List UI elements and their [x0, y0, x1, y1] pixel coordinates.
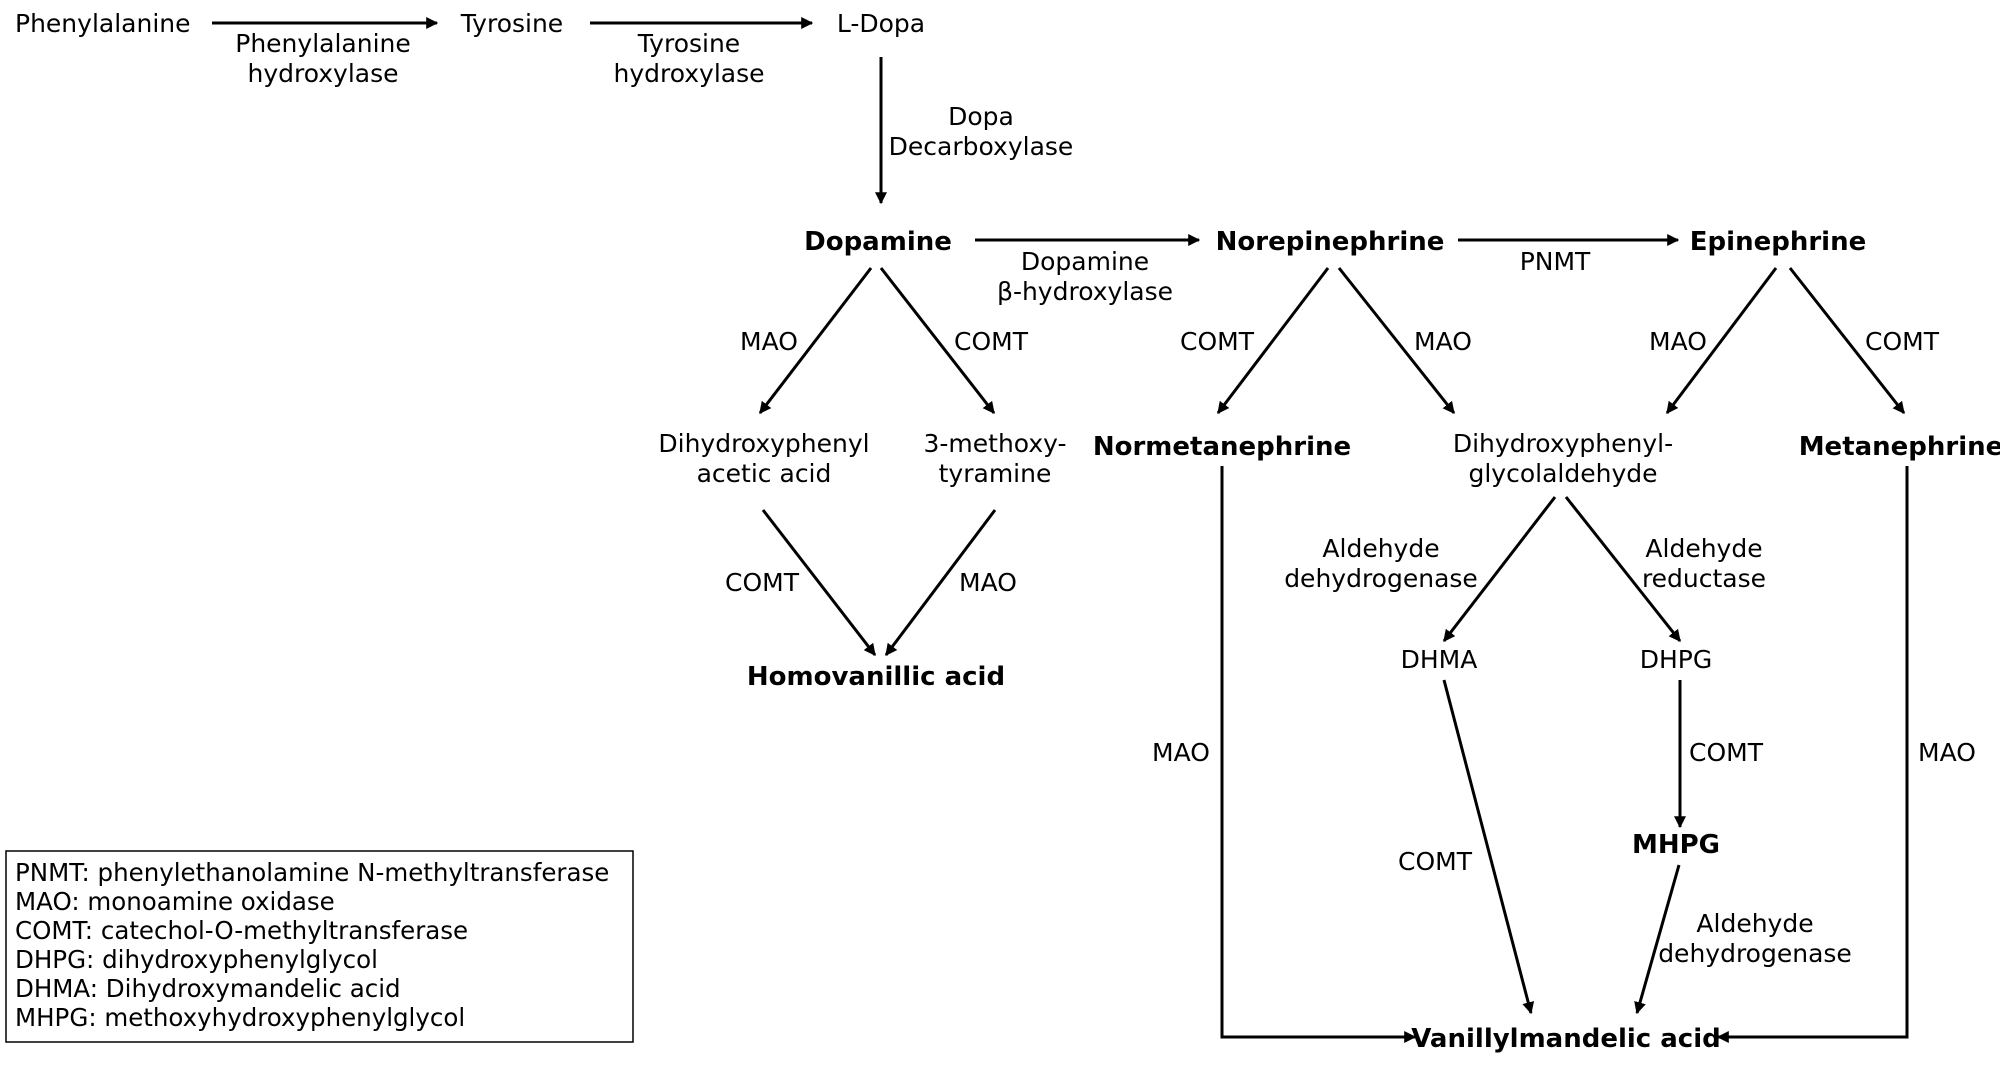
arrow-metanephrine-to-vma — [1716, 466, 1909, 1043]
node-aldehyde-line1: Dihydroxyphenyl- — [1453, 429, 1673, 458]
node-epinephrine: Epinephrine — [1690, 227, 1866, 257]
node-tyrosine: Tyrosine — [460, 9, 563, 38]
enzyme-tyrosine-hydroxylase-line2: hydroxylase — [613, 59, 764, 88]
node-methoxytyramine-line1: 3-methoxy- — [923, 429, 1066, 458]
compounds: Phenylalanine Tyrosine L-Dopa Dopamine N… — [15, 9, 2000, 1054]
node-phenylalanine: Phenylalanine — [15, 9, 191, 38]
arrow-dopamine-to-dopac — [758, 267, 873, 414]
legend-line-comt: COMT: catechol-O-methyltransferase — [15, 916, 468, 945]
node-dopac-line1: Dihydroxyphenyl — [658, 429, 869, 458]
node-vanillylmandelic-acid: Vanillylmandelic acid — [1411, 1024, 1721, 1054]
node-metanephrine: Metanephrine — [1799, 432, 2000, 462]
enzyme-dbh-line2: β-hydroxylase — [997, 277, 1173, 306]
enzyme-dopa-decarboxylase-line2: Decarboxylase — [889, 132, 1074, 161]
arrow-ne-to-normetanephrine — [1216, 267, 1330, 414]
node-ldopa: L-Dopa — [837, 9, 925, 38]
enzymes: Phenylalanine hydroxylase Tyrosine hydro… — [235, 29, 1976, 968]
arrows — [212, 17, 1909, 1043]
enzyme-phenylalanine-hydroxylase-line2: hydroxylase — [247, 59, 398, 88]
node-norepinephrine: Norepinephrine — [1216, 227, 1445, 257]
arrow-dopamine-to-methoxytyramine — [879, 267, 996, 414]
enzyme-dbh-line1: Dopamine — [1021, 247, 1149, 276]
legend-line-mao: MAO: monoamine oxidase — [15, 887, 335, 916]
enzyme-epi-comt: COMT — [1865, 327, 1940, 356]
enzyme-ne-comt: COMT — [1180, 327, 1255, 356]
legend-line-dhpg: DHPG: dihydroxyphenylglycol — [15, 945, 378, 974]
arrow-dhma-to-vma — [1442, 679, 1535, 1015]
abbreviation-legend: PNMT: phenylethanolamine N-methyltransfe… — [5, 850, 634, 1043]
enzyme-metanephrine-mao: MAO — [1918, 738, 1976, 767]
enzyme-pnmt: PNMT — [1520, 247, 1591, 276]
enzyme-aldehyde-reductase-line1: Aldehyde — [1645, 534, 1762, 563]
enzyme-epi-mao: MAO — [1649, 327, 1707, 356]
enzyme-dopamine-comt: COMT — [954, 327, 1029, 356]
arrow-methoxytyramine-to-hva — [884, 509, 997, 656]
enzyme-mhpg-aldehyde-dehydrogenase-line2: dehydrogenase — [1658, 939, 1852, 968]
enzyme-normetanephrine-mao: MAO — [1152, 738, 1210, 767]
arrow-epi-to-metanephrine — [1788, 267, 1906, 414]
arrow-ne-to-aldehyde — [1337, 267, 1456, 414]
node-dhma: DHMA — [1401, 645, 1478, 674]
enzyme-dopa-decarboxylase-line1: Dopa — [948, 102, 1014, 131]
legend-box — [5, 850, 634, 1043]
arrow-dopac-to-hva — [761, 509, 877, 656]
enzyme-ne-mao: MAO — [1414, 327, 1472, 356]
node-dhpg: DHPG — [1640, 645, 1713, 674]
enzyme-dhma-comt: COMT — [1398, 847, 1473, 876]
enzyme-methoxytyramine-mao: MAO — [959, 568, 1017, 597]
arrow-mhpg-to-vma — [1634, 864, 1681, 1015]
node-aldehyde-line2: glycolaldehyde — [1468, 459, 1657, 488]
legend-line-pnmt: PNMT: phenylethanolamine N-methyltransfe… — [15, 858, 609, 887]
enzyme-aldehyde-dehydrogenase-line2: dehydrogenase — [1284, 564, 1478, 593]
node-homovanillic-acid: Homovanillic acid — [747, 662, 1005, 692]
legend-line-mhpg: MHPG: methoxyhydroxyphenylglycol — [15, 1003, 465, 1032]
enzyme-aldehyde-dehydrogenase-line1: Aldehyde — [1322, 534, 1439, 563]
arrow-normetanephrine-to-vma — [1220, 466, 1417, 1043]
legend-line-dhma: DHMA: Dihydroxymandelic acid — [15, 974, 401, 1003]
enzyme-dopac-comt: COMT — [725, 568, 800, 597]
node-normetanephrine: Normetanephrine — [1093, 432, 1351, 462]
node-dopac-line2: acetic acid — [697, 459, 832, 488]
arrow-aldehyde-to-dhma — [1442, 496, 1557, 642]
enzyme-dopamine-mao: MAO — [740, 327, 798, 356]
node-methoxytyramine-line2: tyramine — [939, 459, 1052, 488]
enzyme-dhpg-comt: COMT — [1689, 738, 1764, 767]
enzyme-phenylalanine-hydroxylase-line1: Phenylalanine — [235, 29, 411, 58]
enzyme-mhpg-aldehyde-dehydrogenase-line1: Aldehyde — [1696, 909, 1813, 938]
enzyme-aldehyde-reductase-line2: reductase — [1642, 564, 1766, 593]
arrow-aldehyde-to-dhpg — [1564, 496, 1682, 642]
node-mhpg: MHPG — [1632, 830, 1720, 860]
arrow-epi-to-aldehyde — [1665, 267, 1778, 414]
node-dopamine: Dopamine — [804, 227, 952, 257]
enzyme-tyrosine-hydroxylase-line1: Tyrosine — [637, 29, 740, 58]
